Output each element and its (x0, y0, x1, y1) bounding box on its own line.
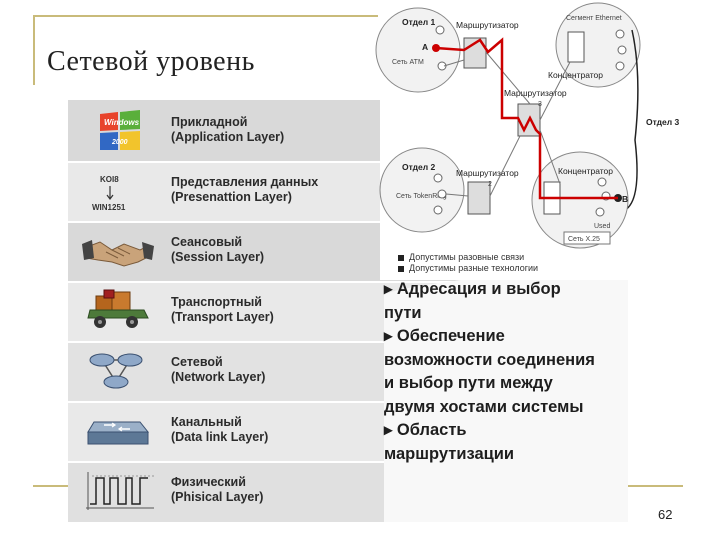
svg-text:2: 2 (488, 181, 492, 188)
frame-left-line (33, 15, 35, 85)
bullet-line: ▸ Адресация и выбор (384, 280, 561, 298)
network-layer-functions: ▸ Адресация и выбор пути ▸ Обеспечение в… (384, 278, 634, 466)
layer-en: (Presenattion Layer) (171, 190, 292, 204)
layer-en: (Phisical Layer) (171, 490, 264, 504)
svg-text:Отдел 2: Отдел 2 (402, 162, 436, 172)
layer-en: (Application Layer) (171, 130, 285, 144)
handshake-icon (82, 240, 154, 267)
svg-text:Сеть TokenRing: Сеть TokenRing (396, 193, 447, 200)
layer-presentation: KOI8 WIN1251 Представления данных(Presen… (68, 162, 628, 220)
network-diagram: Отдел 1 Сеть ATM A Маршрутизатор Сегмент… (375, 0, 680, 280)
svg-text:Сеть X.25: Сеть X.25 (568, 236, 600, 243)
svg-text:2000: 2000 (111, 139, 128, 146)
switch-icon (87, 421, 150, 445)
truck-icon (87, 289, 149, 328)
page-number: 62 (658, 507, 673, 522)
layer-name: Прикладной (171, 115, 248, 129)
svg-text:B: B (622, 194, 628, 204)
hub2-circle (531, 151, 629, 249)
svg-text:Windows: Windows (104, 118, 140, 127)
frame-top-line (33, 15, 378, 17)
bullet-line: пути (384, 303, 422, 322)
svg-text:KOI8: KOI8 (100, 175, 119, 184)
svg-text:Сеть ATM: Сеть ATM (392, 59, 424, 66)
bullet-line: ▸ Область (384, 421, 467, 439)
svg-text:Сегмент Ethernet: Сегмент Ethernet (566, 15, 622, 22)
svg-text:Used: Used (594, 223, 610, 230)
layer-name: Сеансовый (171, 235, 243, 249)
layer-network: Сетевой(Network Layer) (68, 342, 628, 400)
layer-session: Сеансовый(Session Layer) (68, 222, 628, 280)
diagram-legend: Допустимы разовные связи Допустимы разны… (398, 252, 538, 274)
svg-text:WIN1251: WIN1251 (92, 203, 126, 212)
layer-application: Windows 2000 Прикладной(Application Laye… (68, 102, 628, 160)
layers-background (68, 100, 628, 522)
svg-text:Маршрутизатор: Маршрутизатор (504, 88, 567, 98)
router2-box (467, 181, 491, 215)
bullet-line: двумя хостами системы (384, 397, 584, 416)
slide-title: Сетевой уровень (47, 46, 255, 77)
svg-text:Отдел 1: Отдел 1 (402, 17, 436, 27)
layer-datalink: Канальный(Data link Layer) (68, 402, 628, 460)
bullet-line: маршрутизации (384, 444, 515, 463)
layer-physical: Физический(Phisical Layer) (68, 462, 628, 520)
osi-layers-panel: Windows 2000 Прикладной(Application Laye… (68, 100, 628, 522)
svg-text:3: 3 (538, 101, 542, 108)
windows-icon: Windows 2000 (100, 110, 140, 150)
layer-name: Сетевой (171, 355, 223, 369)
layer-en: (Session Layer) (171, 250, 265, 264)
svg-text:Концентратор: Концентратор (558, 166, 613, 176)
svg-text:Отдел 3: Отдел 3 (646, 117, 680, 127)
bullet-line: и выбор пути между (384, 374, 553, 392)
layer-en: (Network Layer) (171, 370, 266, 384)
layer-transport: Транспортный(Transport Layer) (68, 282, 628, 340)
svg-text:Маршрутизатор: Маршрутизатор (456, 168, 519, 178)
svg-text:Концентратор: Концентратор (548, 70, 603, 80)
layer-name: Транспортный (171, 295, 262, 309)
layer-name: Канальный (171, 415, 242, 429)
bullet-line: возможности соединения (384, 350, 595, 369)
bullet-line: ▸ Обеспечение (384, 327, 505, 345)
layer-en: (Data link Layer) (171, 430, 269, 444)
svg-text:A: A (422, 42, 428, 52)
router-icon (89, 353, 143, 389)
dept2-circle (379, 147, 465, 233)
route-path (435, 37, 618, 200)
layer-en: (Transport Layer) (171, 310, 274, 324)
layer-name: Представления данных (171, 175, 319, 189)
svg-text:Маршрутизатор: Маршрутизатор (456, 20, 519, 30)
encoding-icon: KOI8 WIN1251 (92, 175, 126, 212)
signal-icon (86, 472, 154, 510)
layer-name: Физический (171, 475, 246, 489)
